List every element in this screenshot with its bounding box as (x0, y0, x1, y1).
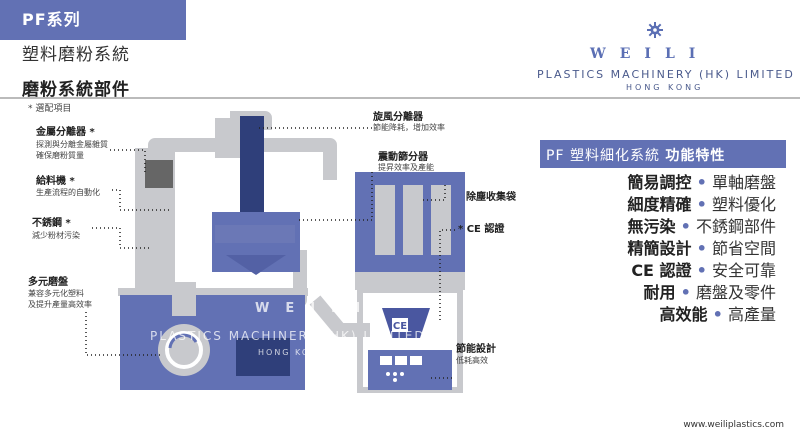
label-grinding-disc: 多元磨盤 (28, 277, 68, 288)
label-metal-separator: 金屬分離器 * (36, 127, 95, 138)
features-banner (540, 140, 786, 168)
label-energy-design: 節能設計 (456, 344, 496, 355)
features-list: 簡易調控 • 單軸磨盤 細度精確 • 塑料優化 無污染 • 不銹鋼部件 精簡設計… (628, 172, 776, 326)
feature-item: CE 認證 • 安全可靠 (628, 260, 776, 282)
feature-item: 無污染 • 不銹鋼部件 (628, 216, 776, 238)
features-title-strong: 功能特性 (665, 148, 726, 164)
bullet-icon: • (696, 261, 707, 280)
watermark-location: HONG KONG (258, 348, 326, 357)
features-title: PF 塑料細化系統 功能特性 (546, 145, 725, 165)
bullet-icon: • (696, 239, 707, 258)
website-link[interactable]: www.weiliplastics.com (683, 420, 784, 430)
logo-location: HONG KONG (626, 83, 704, 92)
label-feeder: 給料機 * (36, 176, 75, 187)
feature-value: 高產量 (727, 305, 776, 324)
feature-item: 耐用 • 磨盤及零件 (628, 282, 776, 304)
feature-key: 耐用 (643, 283, 676, 302)
feature-item: 精簡設計 • 節省空間 (628, 238, 776, 260)
feature-key: CE 認證 (631, 261, 692, 280)
feature-item: 簡易調控 • 單軸磨盤 (628, 172, 776, 194)
bullet-icon: • (696, 173, 707, 192)
feature-key: 細度精確 (627, 195, 692, 214)
feature-value: 塑料優化 (711, 195, 776, 214)
desc-metal-separator-1: 探測與分離金屬雜質 (36, 140, 108, 149)
feature-value: 磨盤及零件 (695, 283, 776, 302)
label-stainless-steel: 不銹鋼 * (32, 218, 71, 229)
desc-vibrating-sieve: 提昇效率及產能 (378, 163, 434, 172)
feature-value: 安全可靠 (711, 261, 776, 280)
section-divider (0, 97, 800, 99)
label-ce-cert: * CE 認證 (458, 224, 505, 235)
watermark-wordmark: WEILI (255, 301, 376, 316)
bullet-icon: • (696, 195, 707, 214)
desc-metal-separator-2: 確保磨粉質量 (36, 151, 84, 160)
desc-feeder: 生產流程的自動化 (36, 188, 100, 197)
feature-item: 細度精確 • 塑料優化 (628, 194, 776, 216)
logo-wordmark: WEILI (590, 46, 710, 62)
section-title: 磨粉系統部件 (22, 80, 130, 100)
feature-value: 節省空間 (711, 239, 776, 258)
bullet-icon: • (680, 217, 691, 236)
bullet-icon: • (680, 283, 691, 302)
desc-energy-design: 低耗高效 (456, 356, 488, 365)
logo-company-name: PLASTICS MACHINERY (HK) LIMITED (537, 68, 795, 81)
desc-grinding-disc-2: 及提升產量高效率 (28, 300, 92, 309)
ce-badge: CE (393, 321, 407, 332)
feature-value: 不銹鋼部件 (695, 217, 776, 236)
desc-cyclone: 節能降耗，增加效率 (373, 123, 445, 132)
feature-key: 精簡設計 (627, 239, 692, 258)
feature-item: 高效能 • 高產量 (628, 304, 776, 326)
label-cyclone: 旋風分離器 (373, 112, 423, 123)
page-subtitle: 塑料磨粉系統 (22, 45, 130, 65)
features-title-main: PF 塑料細化系統 (546, 148, 660, 164)
series-title: PF系列 (22, 10, 81, 29)
feature-key: 高效能 (659, 305, 708, 324)
label-dust-bag: 除塵收集袋 (466, 192, 516, 203)
feature-value: 單軸磨盤 (711, 173, 776, 192)
feature-key: 無污染 (627, 217, 676, 236)
label-vibrating-sieve: 震動篩分器 (378, 152, 428, 163)
gear-icon (647, 22, 663, 38)
optional-note: * 選配項目 (28, 104, 72, 114)
desc-grinding-disc-1: 兼容多元化塑料 (28, 289, 84, 298)
feature-key: 簡易調控 (627, 173, 692, 192)
bullet-icon: • (712, 305, 723, 324)
watermark-company: PLASTICS MACHINERY (HK) LIMITED (150, 329, 426, 343)
series-banner (0, 0, 186, 40)
desc-stainless-steel: 減少粉材污染 (32, 231, 80, 240)
